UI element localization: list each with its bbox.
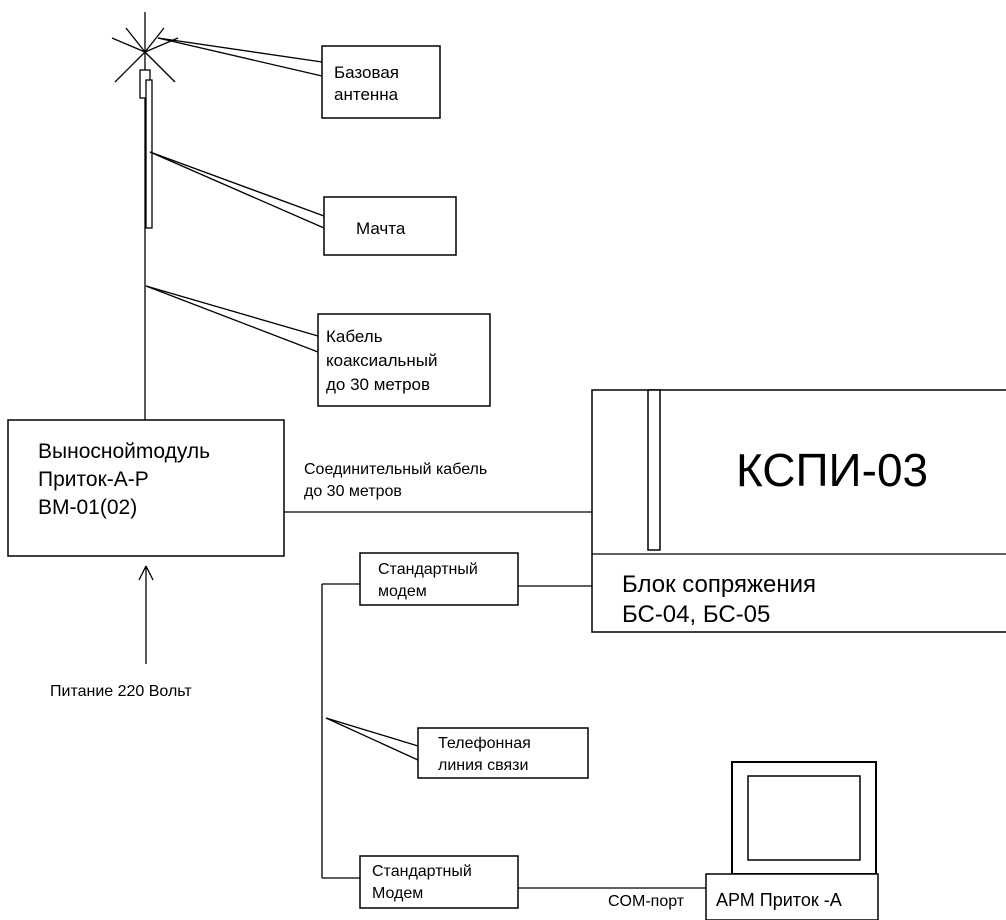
interface-unit-line1: Блок сопряжения <box>622 571 816 598</box>
kspi-unit: КСПИ-03 Блок сопряжения БС-04, БС-05 <box>591 389 1006 633</box>
modem-bottom-line1: Стандартный <box>372 863 472 880</box>
power-label: Питание 220 Вольт <box>50 683 192 700</box>
kspi-title: КСПИ-03 <box>736 444 928 496</box>
connecting-cable-line1: Соединительный кабель <box>304 461 487 478</box>
base-antenna-label-2: антенна <box>334 85 399 104</box>
phone-line-label1: Телефонная <box>438 735 531 752</box>
phone-line-label2: линия связи <box>438 757 528 774</box>
com-port-label: COM-порт <box>608 893 685 910</box>
remote-module-line3: ВМ-01(02) <box>38 496 137 519</box>
mast-label: Мачта <box>356 219 406 238</box>
cable-callout: Кабель коаксиальный до 30 метров <box>145 285 491 407</box>
base-antenna-label: Базовая <box>334 63 399 82</box>
modem-top-line1: Стандартный <box>378 561 478 578</box>
cable-label-2: коаксиальный <box>326 351 438 370</box>
connecting-cable-line2: до 30 метров <box>304 483 402 500</box>
mast-callout: Мачта <box>149 151 457 256</box>
power-arrow: Питание 220 Вольт <box>50 565 192 700</box>
antenna-mast <box>111 12 179 420</box>
arm-workstation: АРМ Приток -А <box>705 761 879 920</box>
remote-module-box: Выноснойmодуль Приток-А-Р ВМ-01(02) <box>7 419 285 557</box>
base-antenna-callout: Базовая антенна <box>157 37 441 119</box>
modem-top-line2: модем <box>378 583 427 600</box>
remote-module-line1: Выноснойmодуль <box>38 440 210 463</box>
remote-module-line2: Приток-А-Р <box>38 468 149 491</box>
phone-line: Телефонная линия связи <box>321 584 589 879</box>
modem-bottom-line2: Модем <box>372 885 423 902</box>
cable-label-3: до 30 метров <box>326 375 430 394</box>
interface-unit-line2: БС-04, БС-05 <box>622 601 770 628</box>
modem-bottom: Стандартный Модем COM-порт <box>359 855 706 910</box>
arm-label: АРМ Приток -А <box>716 890 842 910</box>
connecting-cable: Соединительный кабель до 30 метров <box>284 461 592 513</box>
cable-label: Кабель <box>326 327 383 346</box>
modem-top: Стандартный модем <box>322 552 592 606</box>
